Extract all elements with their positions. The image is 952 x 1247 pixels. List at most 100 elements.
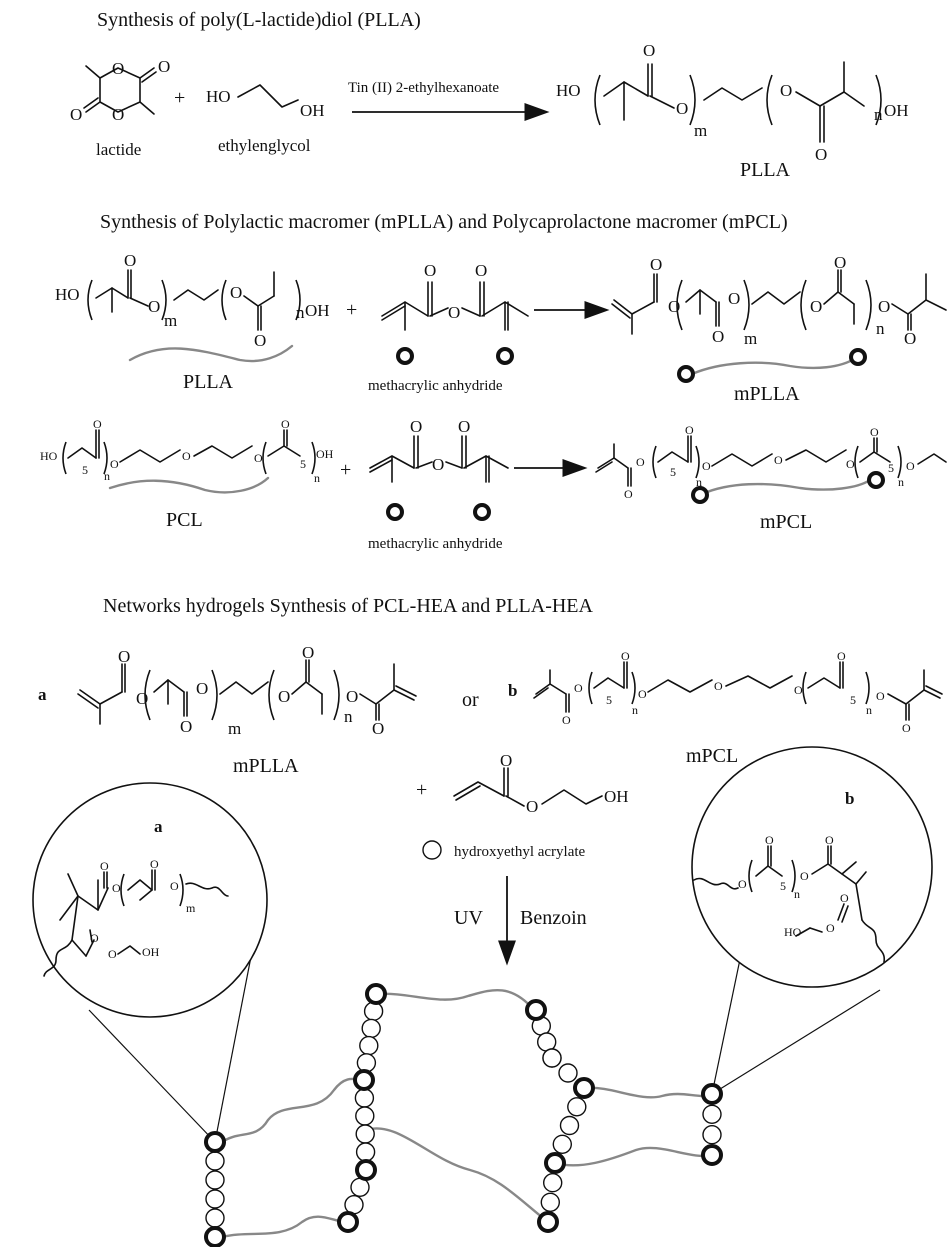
ethylenglycol-structure: HO OH [206, 84, 325, 120]
plus-sign-4: + [416, 779, 427, 801]
mpcl-o2: O [636, 455, 645, 469]
mpcl-product-structure: O O O 5 n O O O O 5 n O [595, 423, 947, 501]
mpclB-o8: O [876, 689, 885, 703]
zoomB-n: n [794, 887, 800, 901]
hydrogel-network-beads [204, 983, 723, 1247]
zoomA-o6: O [108, 947, 117, 961]
option-a-label: a [38, 685, 47, 704]
section3-title: Networks hydrogels Synthesis of PCL-HEA … [103, 595, 594, 617]
plla2-o4: O [254, 331, 266, 350]
plla-ho: HO [556, 81, 581, 100]
option-b-label: b [508, 681, 517, 700]
hydroxyethyl-acrylate-structure: O O OH [453, 751, 629, 816]
network-crosslink-end [537, 1211, 559, 1233]
plla2-ho: HO [55, 285, 80, 304]
section1-title: Synthesis of poly(L-lactide)diol (PLLA) [97, 9, 421, 31]
network-bead [356, 1053, 377, 1073]
mplla-n: n [876, 319, 885, 338]
network-bead [359, 1035, 379, 1056]
mpcl-o7: O [870, 425, 879, 439]
pcl-o4: O [254, 451, 263, 465]
methacrylic-anhydride-structure-2: O O O [369, 417, 509, 483]
plla-reactant-label: PLLA [183, 371, 234, 393]
zoomB-ho: HO [784, 925, 802, 939]
mpllaA-o8: O [372, 719, 384, 738]
plla-product-structure: HO O O m O O n OH [556, 41, 909, 164]
mplla-network-label: mPLLA [233, 755, 299, 777]
pcl-reactant-structure: HO O 5 n O O O O 5 n OH [40, 417, 334, 485]
zoomB-o3: O [800, 869, 809, 883]
plla-o-carbonyl1: O [643, 41, 655, 60]
ma2-reactive-site-left [386, 503, 404, 521]
pcl-5b: 5 [300, 457, 306, 471]
mpllaA-n: n [344, 707, 353, 726]
hea-legend-bead [422, 840, 442, 860]
network-bead [540, 1192, 560, 1213]
plla-chain-icon [128, 344, 294, 363]
mpcl-o5: O [774, 453, 783, 467]
zoomB-o1: O [738, 877, 747, 891]
mplla-o6: O [834, 253, 846, 272]
pcl-o5: O [281, 417, 290, 431]
mpcl-end-right [867, 471, 885, 489]
network-crosslink-end [701, 1083, 723, 1105]
mpclB-o5: O [714, 679, 723, 693]
plla2-o2: O [148, 297, 160, 316]
network-bead [552, 1134, 572, 1155]
plla2-m: m [164, 311, 177, 330]
zoomB-5: 5 [780, 879, 786, 893]
mpclB-5a: 5 [606, 693, 612, 707]
network-bead [355, 1124, 375, 1144]
plla-product-label: PLLA [740, 159, 791, 181]
mplla-o4: O [728, 289, 740, 308]
mpcl-end-left [691, 486, 709, 504]
ma1-o3: O [475, 261, 487, 280]
mplla-end-left [677, 365, 695, 383]
plla-o-carbonyl2: O [815, 145, 827, 164]
plus-sign-1: + [174, 87, 185, 109]
ma2-o2: O [432, 455, 444, 474]
methacrylic-anhydride-label-2: methacrylic anhydride [368, 536, 503, 552]
ma2-reactive-site-right [473, 503, 491, 521]
network-crosslink-end [544, 1152, 566, 1174]
network-bead [205, 1189, 225, 1209]
network-crosslink-end [573, 1077, 595, 1099]
plla2-oh: OH [305, 301, 330, 320]
zoomA-o2: O [112, 881, 121, 895]
mpclB-o6: O [794, 683, 803, 697]
plla-n: n [874, 105, 883, 124]
network-crosslink-end [337, 1211, 359, 1233]
catalyst-label: Tin (II) 2-ethylhexanoate [348, 80, 499, 96]
methacrylic-anhydride-structure-1: O O O [381, 261, 529, 331]
network-bead [205, 1170, 225, 1190]
mpcl-o6: O [846, 457, 855, 471]
pcl-n1: n [104, 469, 110, 483]
zoomA-m: m [186, 901, 196, 915]
mplla-chain-icon [690, 356, 858, 376]
network-crosslink-end [355, 1159, 377, 1181]
mpclB-o1: O [562, 713, 571, 727]
lactide-o1: O [112, 59, 124, 78]
hea-oh: OH [604, 787, 629, 806]
mplla-o7: O [878, 297, 890, 316]
network-crosslink-end [353, 1069, 375, 1091]
network-bead [702, 1124, 722, 1145]
network-bead [205, 1208, 225, 1228]
mplla-o8: O [904, 329, 916, 348]
network-bead [363, 1001, 384, 1021]
lactide-label: lactide [96, 140, 141, 159]
pcl-oh: OH [316, 447, 334, 461]
mpcl-o4: O [702, 459, 711, 473]
section2-title: Synthesis of Polylactic macromer (mPLLA)… [100, 211, 788, 233]
mplla-network-precursor-structure: O O O O m O O n O O [77, 643, 417, 738]
mpcl-5a: 5 [670, 465, 676, 479]
network-bead [537, 1032, 557, 1052]
plla-o-ester1: O [676, 99, 688, 118]
zoomB-o4: O [825, 833, 834, 847]
mpclB-o3: O [621, 649, 630, 663]
mpcl-chain-icon [700, 478, 872, 496]
mpcl-product-label: mPCL [760, 511, 812, 533]
network-bead [543, 1172, 563, 1193]
lactide-o4: O [70, 105, 82, 124]
